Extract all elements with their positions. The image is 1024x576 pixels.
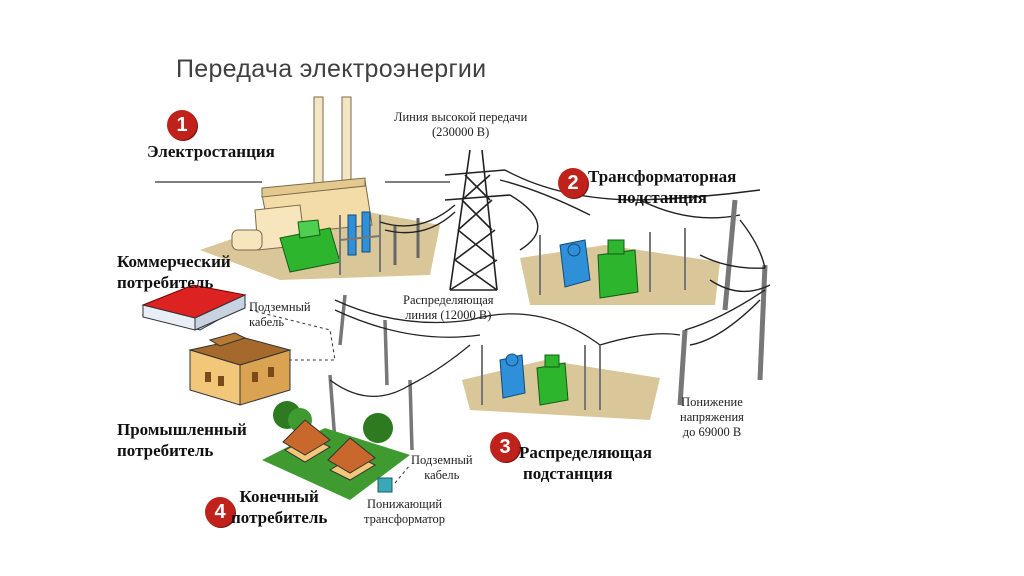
transformer-substation [520,228,720,305]
distribution-substation [462,345,660,420]
commercial-consumer-label: Коммерческий потребитель [117,252,231,292]
step-badge-2: 2 [558,168,588,198]
residential-area [262,401,410,500]
slide-title: Передача электроэнергии [176,55,487,83]
industrial-building [188,332,292,406]
step-badge-1: 1 [167,110,197,140]
industrial-consumer-label: Промышленный потребитель [117,420,247,460]
commercial-building [141,284,247,331]
transmission-tower [444,149,511,291]
step-badge-4: 4 [205,497,235,527]
underground-cable-label-1: Подземный кабель [249,300,311,329]
underground-cable-label-2: Подземный кабель [411,453,473,482]
power-station-label: Электростанция [147,142,275,161]
transformer-substation-label: Трансформаторная подстанция [588,167,737,207]
distribution-substation-label: Распределяющая подстанция [519,443,652,483]
power-station [200,96,440,280]
end-consumer-label: Конечный потребитель [231,487,328,527]
step-badge-3: 3 [490,432,520,462]
voltage-reduction-label: Понижение напряжения до 69000 В [680,395,744,439]
distribution-line-label: Распределяющая линия (12000 В) [403,293,494,322]
high-voltage-line-label: Линия высокой передачи (230000 В) [394,110,528,139]
step-down-transformer-label: Понижающий трансформатор [364,497,446,526]
